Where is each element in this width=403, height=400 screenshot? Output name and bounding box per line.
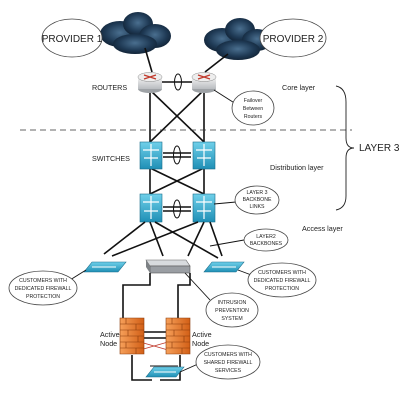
switch-icon-dist-4: [192, 193, 216, 223]
ips-appliance-icon: [145, 259, 191, 274]
customers-left-pointer: [69, 269, 87, 281]
customers-shared-line-1: CUSTOMERS WITH: [204, 352, 252, 358]
provider-2-label: PROVIDER 2: [263, 34, 324, 45]
customers-left-line-1: CUSTOMERS WITH: [19, 278, 67, 284]
customers-right-bubble: [247, 262, 317, 298]
active-node-right-line-2: Node: [192, 339, 209, 348]
distribution-links: [149, 145, 205, 219]
active-node-left-line-1: Active: [100, 330, 120, 339]
core-layer-label: Core layer: [282, 83, 316, 92]
firewall-links: [122, 273, 191, 381]
customers-shared-line-2: SHARED FIREWALL: [204, 360, 253, 366]
customers-left-line-2: DEDICATED FIREWALL: [15, 286, 72, 292]
routers-label: ROUTERS: [92, 83, 127, 92]
backbone-l3-line-3: LINKS: [250, 204, 266, 210]
failover-line-2: Between: [243, 106, 263, 112]
customers-left-line-3: PROTECTION: [26, 294, 60, 300]
provider-1-label: PROVIDER 1: [42, 34, 103, 45]
backbone-l2-pointer: [209, 239, 245, 247]
access-links: [103, 221, 223, 259]
backbone-l2-line-2: BACKBONES: [250, 241, 283, 247]
failover-line-3: Routers: [244, 114, 263, 120]
firewall-icon-left: [119, 317, 145, 355]
customers-right-line-1: CUSTOMERS WITH: [258, 270, 306, 276]
active-node-right-line-1: Active: [192, 330, 212, 339]
backbone-l3-line-1: LAYER 3: [247, 190, 268, 196]
firewall-icon-right: [165, 317, 191, 355]
provider-1-bubble: [41, 18, 103, 58]
backbone-l3-pointer: [213, 201, 237, 205]
failover-bubble: [231, 90, 275, 126]
layer3-label: LAYER 3: [359, 143, 400, 154]
link-cloud2-router2: [204, 53, 229, 73]
customers-left-bubble: [8, 270, 78, 306]
switches-label: SWITCHES: [92, 154, 130, 163]
active-node-left-line-2: Node: [100, 339, 117, 348]
access-layer-label: Access layer: [302, 224, 343, 233]
router-1-icon: [137, 72, 163, 93]
customers-shared-bubble: [195, 344, 261, 380]
shared-switch-icon: [145, 366, 185, 378]
core-links: [149, 73, 205, 143]
switch-icon-dist-2: [192, 141, 216, 170]
backbone-l2-bubble: [243, 228, 289, 252]
ips-line-1: INTRUSION: [218, 300, 247, 306]
distribution-layer-label: Distribution layer: [270, 163, 324, 172]
failover-pointer: [213, 89, 237, 105]
switch-icon-dist-1: [139, 141, 163, 170]
backbone-l3-line-2: BACKBONE: [243, 197, 272, 203]
ips-pointer: [184, 272, 211, 301]
customers-shared-line-3: SERVICES: [215, 368, 242, 374]
layer3-brace: [335, 85, 355, 211]
access-switch-icon-right: [203, 261, 245, 273]
failover-line-1: Failover: [244, 98, 263, 104]
backbone-l2-line-1: LAYER2: [256, 234, 276, 240]
switch-icon-dist-3: [139, 193, 163, 223]
router-2-icon: [191, 72, 217, 93]
backbone-l3-bubble: [234, 185, 280, 215]
access-switch-icon-left: [83, 261, 127, 273]
ips-bubble: [205, 292, 259, 328]
customers-right-line-3: PROTECTION: [265, 286, 299, 292]
link-cloud1-router1: [144, 47, 153, 73]
provider-2-bubble: [259, 18, 327, 58]
ips-line-2: PREVENTION: [215, 308, 249, 314]
ips-line-3: SYSTEM: [221, 316, 242, 322]
customers-shared-pointer: [179, 363, 199, 373]
cloud-icon-provider-1: [100, 12, 171, 54]
customers-right-line-2: DEDICATED FIREWALL: [254, 278, 311, 284]
